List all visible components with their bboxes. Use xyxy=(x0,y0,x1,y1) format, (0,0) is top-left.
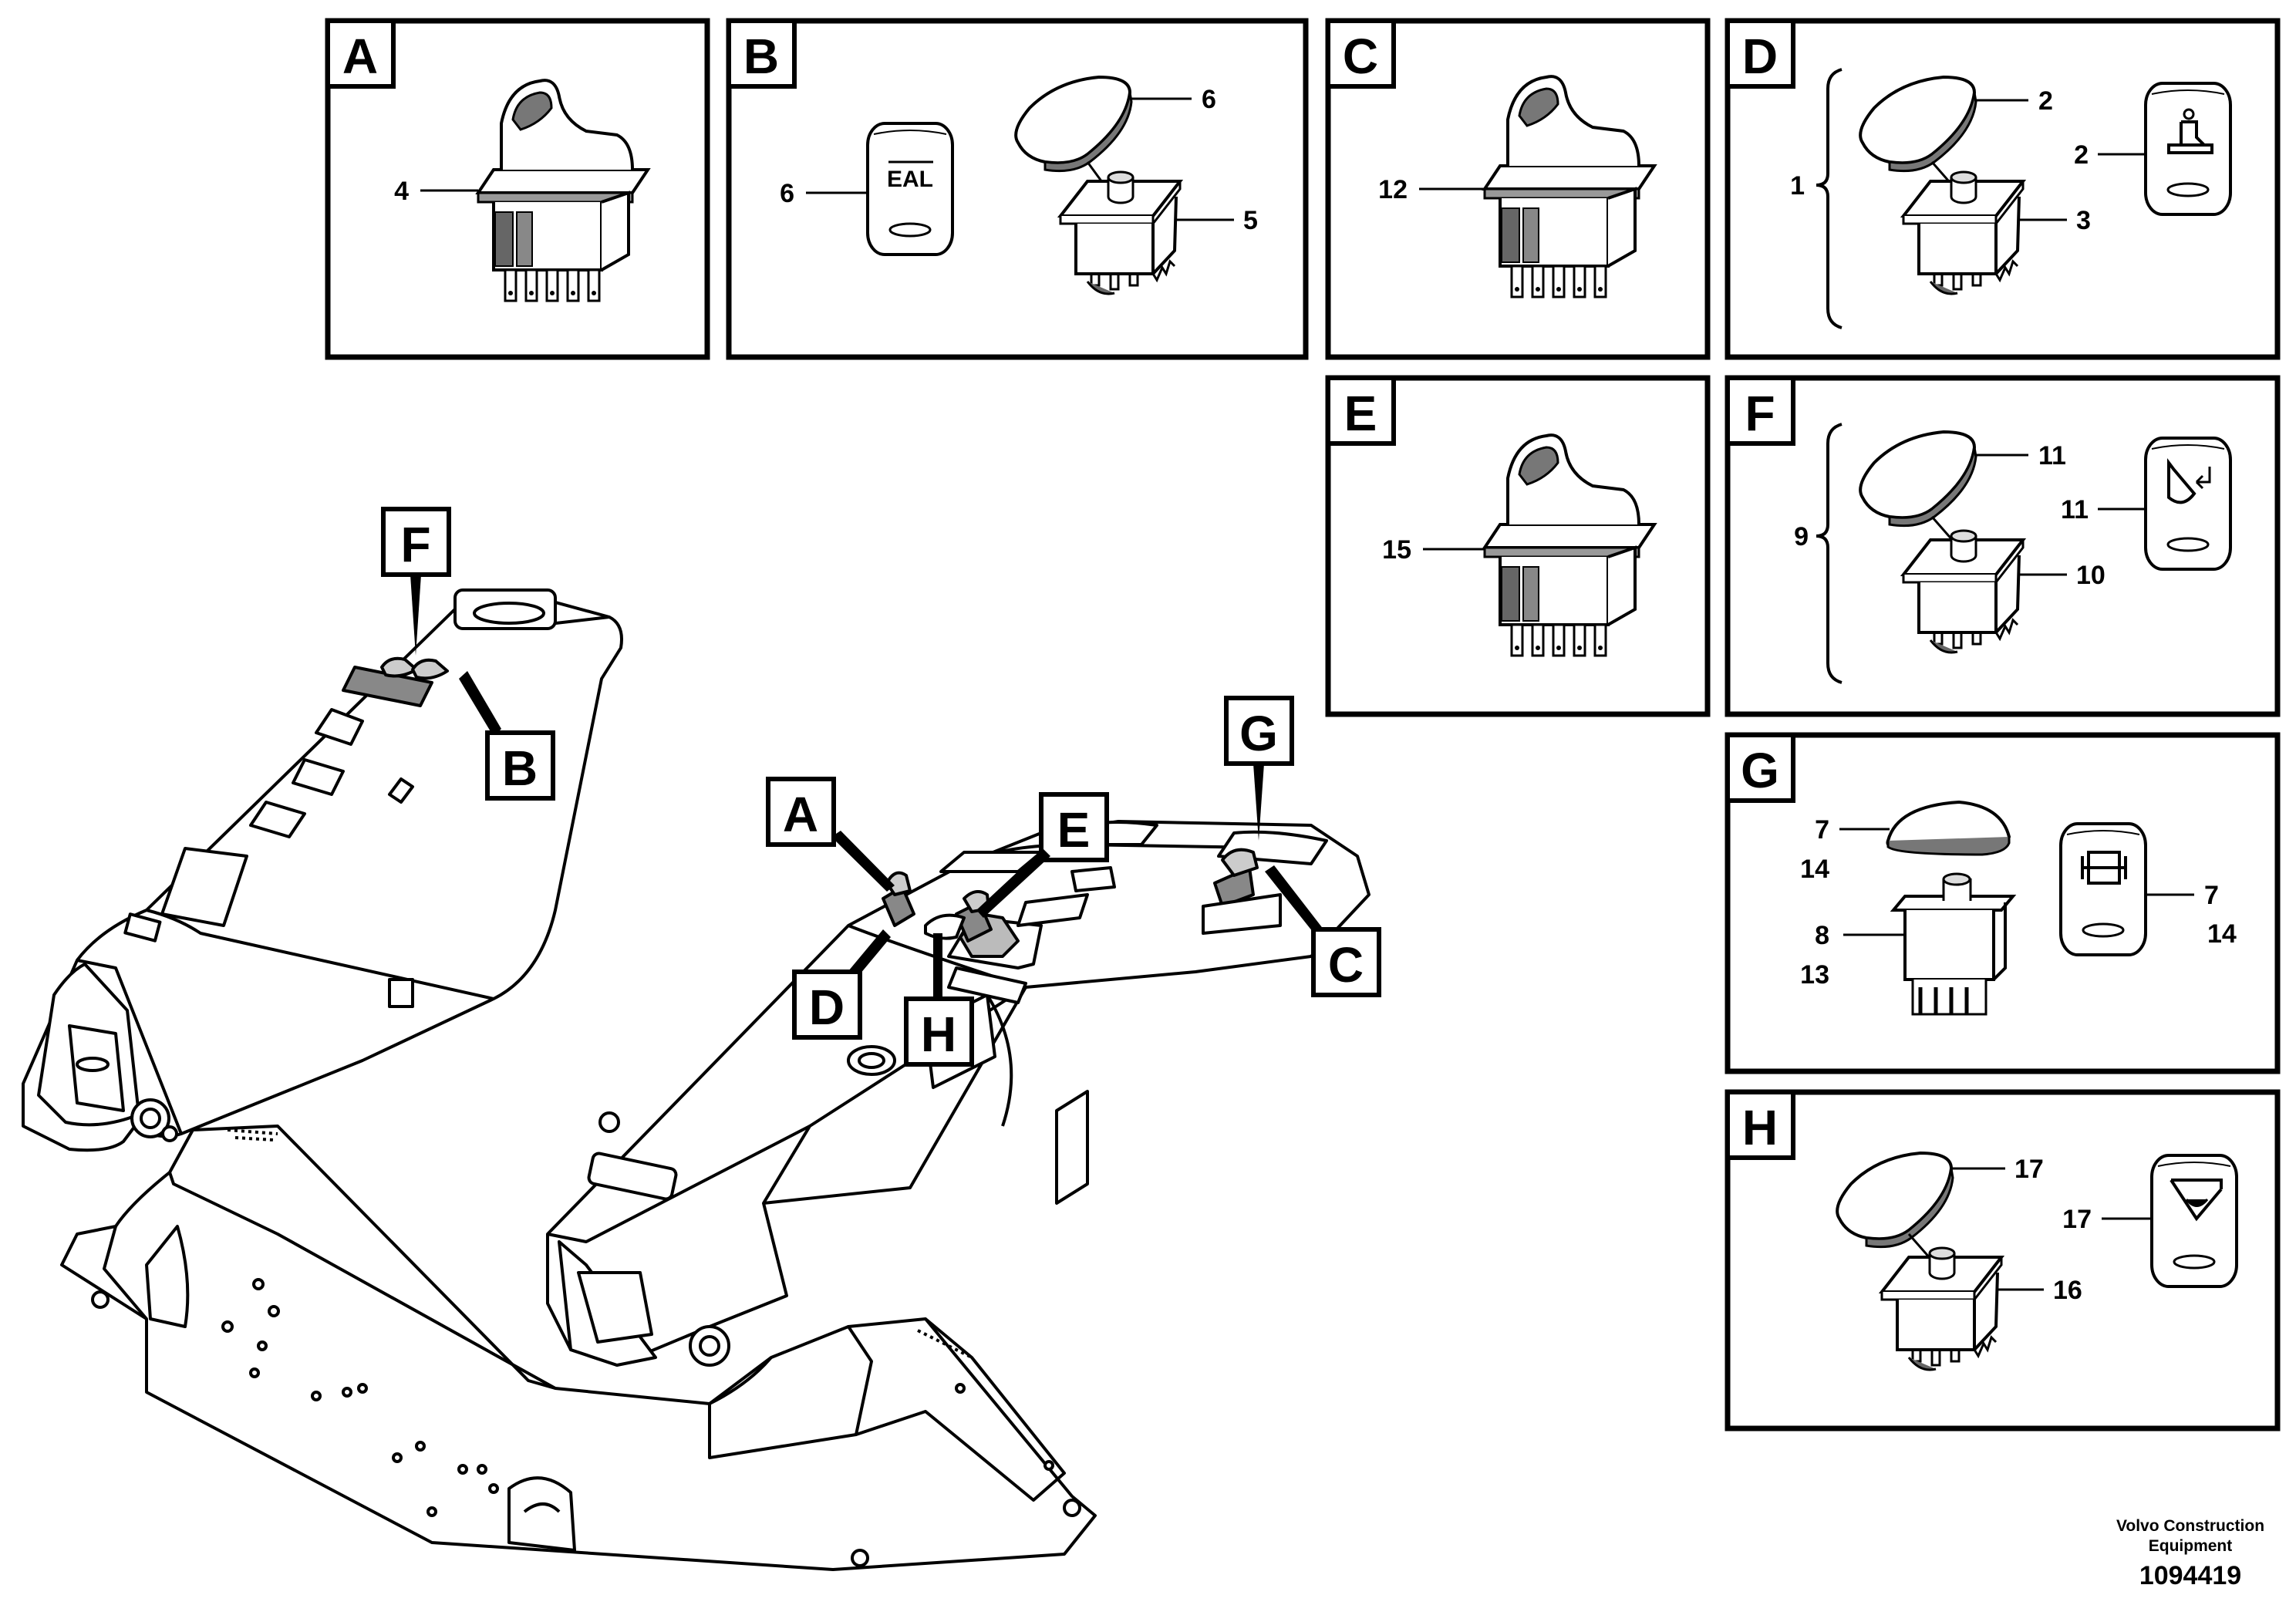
callout-7-plate: 7 xyxy=(2204,881,2219,910)
callout-14-plate: 14 xyxy=(2207,919,2237,949)
overview-callout-e: E xyxy=(976,792,1109,918)
overview-label-d: D xyxy=(809,980,845,1035)
switch-body-d xyxy=(1902,170,2025,295)
callout-6-cap: 6 xyxy=(1202,85,1216,114)
overview-callout-h: H xyxy=(904,933,974,1067)
panel-h-letter: H xyxy=(1742,1100,1778,1155)
callout-11-cap: 11 xyxy=(2038,441,2066,470)
callout-9: 9 xyxy=(1794,522,1809,551)
overview-callout-g: G xyxy=(1224,696,1294,841)
callout-13: 13 xyxy=(1800,960,1829,990)
callout-7-cap: 7 xyxy=(1815,815,1829,845)
switch-cap-d xyxy=(1859,76,1977,173)
left-console-drawing xyxy=(22,588,623,1152)
rocker-switch-c xyxy=(1483,75,1656,299)
floor-plate-drawing xyxy=(60,1125,1097,1571)
panel-d: D 1 2 3 2 xyxy=(1725,18,2281,360)
overview-label-c: C xyxy=(1328,937,1364,993)
panel-g: G 7 14 8 13 7 14 xyxy=(1725,732,2281,1074)
switch-cap-h xyxy=(1836,1152,1954,1249)
overview-label-f: F xyxy=(400,517,430,572)
callout-17-plate: 17 xyxy=(2062,1205,2092,1234)
callout-8: 8 xyxy=(1815,921,1829,950)
panel-b-letter: B xyxy=(743,29,779,84)
switch-body-f xyxy=(1902,529,2025,654)
callout-1: 1 xyxy=(1790,171,1805,201)
overview-callout-a: A xyxy=(766,777,895,892)
eal-plate-text: EAL xyxy=(887,167,933,192)
rocker-switch-e xyxy=(1483,433,1656,657)
panel-f: F 9 11 10 11 xyxy=(1725,375,2281,717)
overview-label-a: A xyxy=(783,787,818,842)
overview-label-g: G xyxy=(1239,706,1278,761)
callout-17-cap: 17 xyxy=(2014,1155,2044,1184)
panel-c-letter: C xyxy=(1343,29,1378,84)
overview-callout-d: D xyxy=(792,929,891,1040)
switch-plate-h xyxy=(2150,1154,2238,1288)
callout-3: 3 xyxy=(2076,206,2091,235)
switch-plate-d xyxy=(2144,82,2232,216)
overview-callout-f: F xyxy=(381,507,451,656)
panel-a-letter: A xyxy=(342,29,378,84)
right-console-drawing xyxy=(546,820,1371,1367)
callout-14-cap: 14 xyxy=(1800,855,1829,884)
panel-f-letter: F xyxy=(1745,386,1775,441)
footer-drawing-number: 1094419 xyxy=(2139,1561,2242,1590)
callout-11-plate: 11 xyxy=(2061,495,2089,524)
bracket xyxy=(1816,68,1843,329)
panel-c: C 12 xyxy=(1325,18,1711,360)
overview-label-b: B xyxy=(502,740,538,796)
hitch-symbol-icon xyxy=(2167,108,2213,154)
footer-company: Volvo Construction Equipment xyxy=(2116,1517,2265,1555)
callout-10: 10 xyxy=(2076,561,2106,590)
panel-h: H 17 16 17 xyxy=(1725,1089,2281,1431)
switch-cap-g xyxy=(1886,800,2011,856)
switch-body-h xyxy=(1880,1246,2003,1371)
switch-cap-b xyxy=(1014,76,1133,173)
overview-callout-b: B xyxy=(459,671,555,801)
panel-g-letter: G xyxy=(1741,743,1779,798)
callout-4: 4 xyxy=(394,177,409,206)
callout-16: 16 xyxy=(2053,1276,2082,1305)
rocker-switch-a xyxy=(477,79,649,303)
switch-cap-f xyxy=(1859,430,1977,528)
switch-plate-g xyxy=(2059,822,2147,956)
bracket xyxy=(1816,423,1843,684)
overview-callout-c: C xyxy=(1265,865,1381,997)
callout-2-cap: 2 xyxy=(2038,86,2053,116)
switch-plate-f xyxy=(2144,437,2232,571)
callout-5: 5 xyxy=(1243,206,1258,235)
callout-6-plate: 6 xyxy=(780,179,794,208)
callout-2-plate: 2 xyxy=(2074,140,2089,170)
panel-b: B EAL 6 6 5 xyxy=(726,18,1309,360)
panel-a: A 4 xyxy=(325,18,710,360)
axle-lock-icon xyxy=(2081,851,2127,885)
callout-15: 15 xyxy=(1382,535,1411,565)
panel-d-letter: D xyxy=(1742,29,1778,84)
bucket-return-icon xyxy=(2167,458,2211,504)
switch-body-g xyxy=(1890,872,2017,1016)
overview-label-h: H xyxy=(921,1007,956,1062)
panel-e: E 15 xyxy=(1325,375,1711,717)
switch-body-b xyxy=(1059,170,1182,295)
callout-12: 12 xyxy=(1378,175,1408,204)
overview-label-e: E xyxy=(1057,802,1091,858)
float-position-icon xyxy=(2170,1179,2223,1222)
panel-e-letter: E xyxy=(1344,386,1377,441)
